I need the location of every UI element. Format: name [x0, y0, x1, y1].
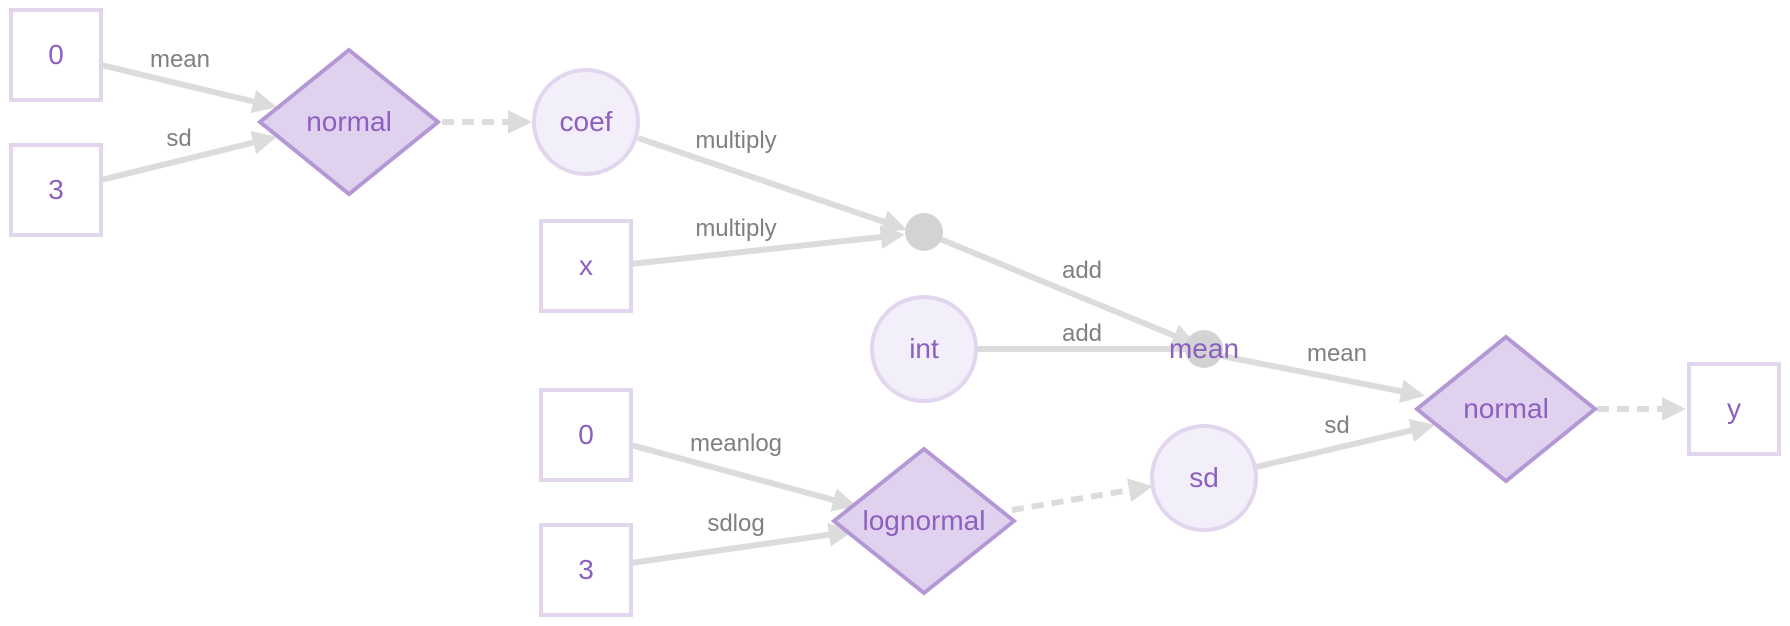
- parameter-label-coef: coef: [560, 106, 613, 137]
- distribution-diamond-normal-right: [1413, 334, 1599, 484]
- constant-box-0-bottom: [539, 388, 633, 482]
- parameter-label-sd: sd: [1189, 462, 1219, 493]
- operation-label-mean: mean: [1169, 333, 1239, 364]
- constant-label-3-bottom: 3: [578, 554, 594, 585]
- edge-label-sd-to-normal: sd: [1324, 412, 1349, 439]
- edge-sd-top: [100, 130, 277, 183]
- constant-label-0-bottom: 0: [578, 419, 594, 450]
- constant-box-0-top: [9, 8, 103, 102]
- parameter-label-int: int: [909, 333, 939, 364]
- edge-mult-add: [938, 236, 1197, 347]
- edge-sd-to-normal: [1255, 418, 1435, 470]
- constant-box-3-top: [9, 143, 103, 237]
- edge-label-x-multiply: multiply: [695, 215, 776, 242]
- edge-label-mean-top: mean: [150, 46, 210, 73]
- parameter-circle-coef: [532, 68, 640, 176]
- distribution-label-normal-right: normal: [1463, 393, 1549, 424]
- constant-label-3-top: 3: [48, 174, 64, 205]
- distribution-diamond-lognormal: [830, 446, 1018, 596]
- constant-box-3-bottom: [539, 523, 633, 617]
- constant-label-0-top: 0: [48, 39, 64, 70]
- edge-label-int-add: add: [1062, 320, 1102, 347]
- data-box-x: [539, 219, 633, 313]
- edge-label-sd-top: sd: [166, 125, 191, 152]
- distribution-label-lognormal: lognormal: [863, 505, 986, 536]
- edge-label-mean-to-normal: mean: [1307, 340, 1367, 367]
- data-label-x: x: [579, 250, 593, 281]
- edge-coef-multiply: [637, 135, 907, 234]
- edge-lognormal-to-sd: [1011, 478, 1153, 513]
- edge-label-mult-add: add: [1062, 257, 1102, 284]
- edge-x-multiply: [630, 225, 905, 267]
- data-box-y: [1687, 362, 1781, 456]
- parameter-circle-int: [870, 295, 978, 403]
- edge-label-coef-multiply: multiply: [695, 127, 776, 154]
- edge-label-sdlog: sdlog: [707, 510, 764, 537]
- data-label-y: y: [1727, 393, 1741, 424]
- parameter-circle-sd: [1150, 424, 1258, 532]
- distribution-diamond-normal-top: [256, 47, 442, 197]
- edge-sdlog: [630, 522, 853, 566]
- edge-meanlog: [630, 442, 857, 512]
- edge-mean-top: [100, 62, 277, 114]
- operation-dot-multiply: [905, 213, 943, 251]
- operation-dot-add: [1185, 330, 1223, 368]
- distribution-label-normal-top: normal: [306, 106, 392, 137]
- edge-label-meanlog: meanlog: [690, 430, 782, 457]
- edge-mean-to-normal: [1221, 353, 1425, 404]
